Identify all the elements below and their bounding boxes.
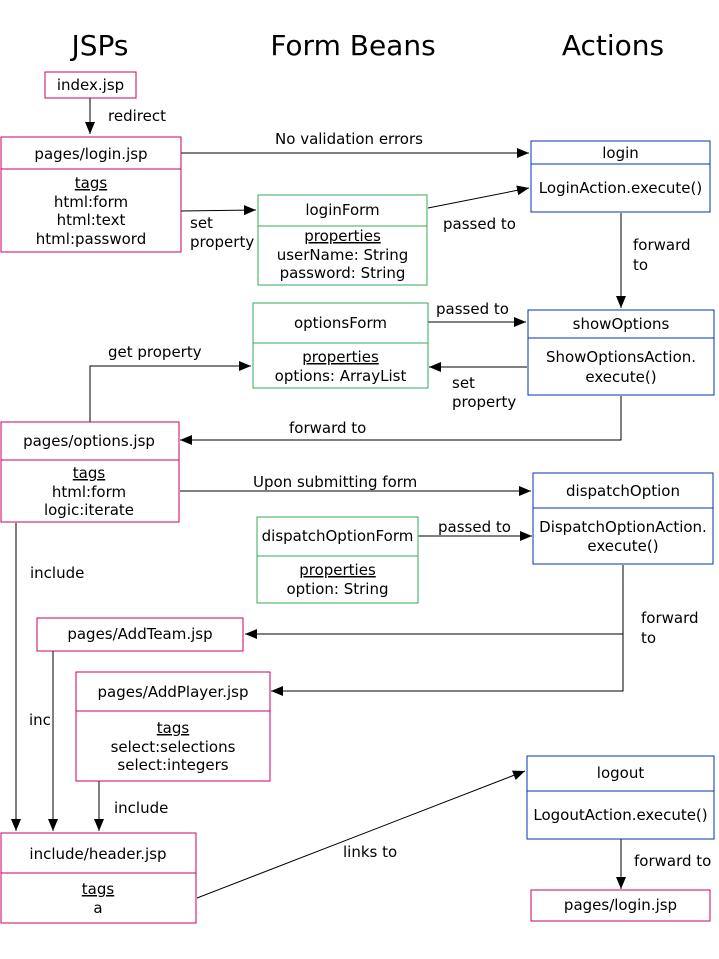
label-set-property-2b: property (452, 393, 516, 411)
bean-dispatch-form-box: dispatchOptionForm properties option: St… (256, 516, 419, 604)
label-passed-to-2: passed to (436, 300, 509, 318)
edge-forward-to-2 (180, 396, 622, 445)
label-passed-to-3: passed to (438, 518, 511, 536)
jsp-login-item: html:text (57, 211, 126, 229)
action-show-options-body: execute() (585, 368, 656, 386)
bean-dispatch-form-item: option: String (286, 580, 388, 598)
jsp-add-team-box: pages/AddTeam.jsp (36, 617, 244, 652)
bean-dispatch-form-section: properties (299, 561, 376, 579)
jsp-header-item: a (93, 899, 102, 917)
edge-links-to (196, 770, 526, 899)
header-jsps: JSPs (69, 29, 128, 62)
jsp-header-section: tags (82, 880, 115, 898)
action-dispatch-option-title: dispatchOption (566, 482, 680, 500)
bean-options-form-title: optionsForm (294, 314, 387, 332)
jsp-login-final-box: pages/login.jsp (530, 889, 711, 922)
label-forward-to-4: forward to (634, 852, 711, 870)
bean-dispatch-form-title: dispatchOptionForm (262, 527, 414, 545)
label-forward-to-1b: to (633, 256, 648, 274)
jsp-add-player-item: select:selections (111, 738, 236, 756)
label-get-property: get property (108, 343, 202, 361)
header-actions: Actions (562, 29, 664, 62)
label-links-to: links to (343, 843, 397, 861)
action-login-box: login LoginAction.execute() (530, 140, 711, 213)
label-forward-to-3b: to (641, 629, 656, 647)
bean-login-form-title: loginForm (305, 201, 379, 219)
jsp-header-box: include/header.jsp tags a (0, 832, 197, 924)
action-logout-title: logout (597, 764, 645, 782)
bean-options-form-section: properties (302, 348, 379, 366)
jsp-login-final-title: pages/login.jsp (564, 896, 677, 914)
jsp-options-item: logic:iterate (44, 501, 134, 519)
action-show-options-title: showOptions (573, 315, 670, 333)
label-redirect: redirect (108, 107, 166, 125)
label-no-validation: No validation errors (275, 130, 423, 148)
label-passed-to-1: passed to (443, 215, 516, 233)
label-upon-submit: Upon submitting form (253, 473, 417, 491)
edge-passed-to-1 (427, 185, 530, 209)
bean-options-form-item: options: ArrayList (275, 367, 407, 385)
action-logout-body: LogoutAction.execute() (533, 806, 707, 824)
jsp-login-item: html:form (54, 193, 128, 211)
edge-get-property (89, 361, 251, 422)
label-set-property-2a: set (452, 374, 475, 392)
jsp-login-item: html:password (36, 230, 146, 248)
label-include-2: include (114, 799, 168, 817)
action-show-options-box: showOptions ShowOptionsAction. execute() (527, 309, 715, 396)
jsp-add-player-section: tags (157, 719, 190, 737)
action-dispatch-option-box: dispatchOption DispatchOptionAction. exe… (532, 472, 714, 565)
action-dispatch-option-body: execute() (587, 537, 658, 555)
bean-login-form-box: loginForm properties userName: String pa… (257, 194, 428, 286)
action-logout-box: logout LogoutAction.execute() (526, 755, 715, 840)
jsp-index-box: index.jsp (44, 71, 137, 99)
bean-login-form-item: password: String (280, 264, 406, 282)
action-login-title: login (602, 144, 639, 162)
jsp-login-title: pages/login.jsp (34, 145, 147, 163)
label-set-property-1a: set (190, 214, 213, 232)
label-include-1: include (30, 564, 84, 582)
bean-login-form-item: userName: String (277, 246, 409, 264)
jsp-options-section: tags (73, 464, 106, 482)
label-forward-to-1a: forward (633, 236, 691, 254)
label-forward-to-2: forward to (289, 419, 366, 437)
header-form-beans: Form Beans (270, 29, 435, 62)
jsp-index-title: index.jsp (57, 76, 124, 94)
jsp-add-player-box: pages/AddPlayer.jsp tags select:selectio… (75, 671, 271, 782)
jsp-add-player-title: pages/AddPlayer.jsp (98, 683, 249, 701)
label-set-property-1b: property (190, 233, 254, 251)
bean-options-form-box: optionsForm properties options: ArrayLis… (252, 302, 429, 389)
jsp-add-team-title: pages/AddTeam.jsp (67, 625, 212, 643)
jsp-options-title: pages/options.jsp (23, 432, 155, 450)
edge-set-property-1 (180, 205, 257, 216)
edge-forward-to-3b (271, 634, 624, 696)
jsp-options-item: html:form (52, 483, 126, 501)
label-inc: inc (29, 711, 51, 729)
jsp-login-section: tags (75, 174, 108, 192)
bean-login-form-section: properties (304, 227, 381, 245)
jsp-add-player-item: select:integers (117, 756, 228, 774)
jsp-options-box: pages/options.jsp tags html:form logic:i… (0, 421, 180, 523)
action-show-options-body: ShowOptionsAction. (546, 348, 696, 366)
action-dispatch-option-body: DispatchOptionAction. (539, 518, 707, 536)
action-login-body: LoginAction.execute() (539, 179, 702, 197)
jsp-login-box: pages/login.jsp tags html:form html:text… (0, 136, 182, 253)
label-forward-to-3a: forward (641, 609, 699, 627)
jsp-header-title: include/header.jsp (29, 845, 166, 863)
